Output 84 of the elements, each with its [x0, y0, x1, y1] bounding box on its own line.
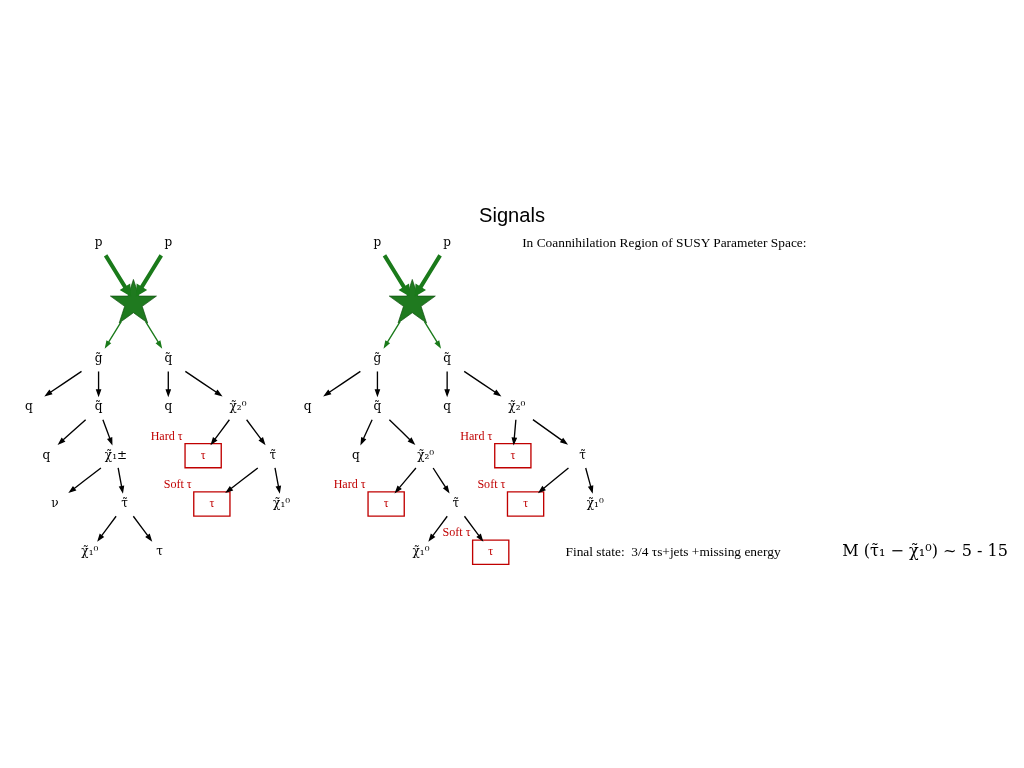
- node-box: τ: [184, 443, 222, 469]
- node-box: τ: [494, 443, 532, 469]
- arrow: [428, 515, 448, 542]
- node-text: q̃: [373, 399, 382, 414]
- arrow: [374, 370, 381, 398]
- arrow: [383, 321, 401, 349]
- arrow: [103, 254, 132, 297]
- arrow: [382, 254, 410, 297]
- node-text: q: [25, 399, 33, 414]
- arrow: [135, 254, 163, 297]
- arrow: [104, 321, 122, 349]
- node-label: Soft τ: [163, 477, 192, 492]
- node-text: χ̃₂⁰: [417, 447, 435, 462]
- node-text: q: [352, 447, 360, 462]
- arrow: [57, 419, 87, 445]
- node-text: χ̃₁±: [104, 447, 128, 462]
- node-text: τ̃: [452, 495, 460, 510]
- node-text: ν: [51, 495, 59, 510]
- node-box: τ: [193, 491, 231, 517]
- arrow: [537, 467, 570, 494]
- arrow: [414, 254, 442, 297]
- node-text: χ̃₁⁰: [412, 544, 430, 559]
- arrow: [432, 467, 450, 494]
- arrow: [95, 370, 102, 398]
- node-box: τ: [471, 539, 510, 565]
- node-text: p: [164, 235, 173, 250]
- node-text: g̃: [373, 351, 382, 366]
- node-box: τ: [506, 491, 545, 517]
- label: Final state: 3/4 τs+jets +missing energy: [565, 543, 781, 559]
- node-label: Hard τ: [150, 428, 183, 443]
- node-label: Soft τ: [477, 477, 506, 492]
- arrow: [360, 419, 373, 446]
- arrow: [394, 467, 417, 494]
- arrow: [511, 419, 518, 446]
- arrow: [463, 370, 502, 397]
- node-label: Hard τ: [333, 477, 366, 492]
- arrow: [102, 419, 113, 446]
- node-text: q: [42, 447, 51, 462]
- arrow: [44, 370, 83, 397]
- arrow: [444, 370, 450, 398]
- arrow: [463, 515, 484, 542]
- node-text: q: [164, 399, 173, 414]
- arrow: [423, 321, 442, 349]
- node-text: p: [373, 235, 382, 250]
- arrow: [165, 370, 172, 398]
- node-text: χ̃₁⁰: [586, 495, 604, 510]
- node-text: q̃: [164, 351, 173, 366]
- node-text: χ̃₂⁰: [508, 399, 526, 414]
- node-text: χ̃₁⁰: [273, 495, 291, 510]
- node-label: Soft τ: [442, 525, 471, 540]
- arrow: [388, 419, 416, 445]
- arrow: [132, 515, 153, 542]
- arrow: [532, 418, 569, 445]
- node-text: χ̃₁⁰: [81, 544, 99, 559]
- label: M (τ̃₁ − χ̃₁⁰) ~ 5 - 15: [842, 541, 1008, 561]
- arrow: [225, 467, 259, 494]
- node-box: τ: [367, 491, 405, 517]
- node-text: p: [94, 235, 103, 250]
- node-text: τ: [156, 544, 163, 559]
- arrow: [117, 467, 125, 494]
- node-text: τ̃: [121, 495, 129, 510]
- node-text: τ̃: [269, 447, 277, 462]
- node-text: q: [443, 399, 452, 414]
- arrow: [184, 370, 223, 397]
- arrow: [144, 321, 163, 349]
- arrow: [274, 467, 282, 494]
- node-star: [388, 279, 436, 324]
- node-text: τ̃: [579, 447, 586, 462]
- node-text: g̃: [94, 351, 103, 366]
- node-text: q̃: [94, 399, 103, 414]
- arrow: [585, 467, 594, 494]
- arrow: [210, 419, 231, 446]
- arrow: [245, 419, 266, 446]
- node-text: q̃: [443, 351, 452, 366]
- arrow: [68, 467, 102, 494]
- arrow: [97, 515, 117, 542]
- label: In Coannihilation Region of SUSY Parameter Space:: [522, 234, 807, 250]
- node-text: χ̃₂⁰: [229, 399, 247, 414]
- node-star: [110, 279, 157, 324]
- node-text: q: [303, 399, 312, 414]
- node-label: Hard τ: [460, 428, 493, 443]
- arrow: [323, 370, 362, 397]
- node-text: p: [443, 235, 452, 250]
- diagram-title: Signals: [479, 204, 545, 227]
